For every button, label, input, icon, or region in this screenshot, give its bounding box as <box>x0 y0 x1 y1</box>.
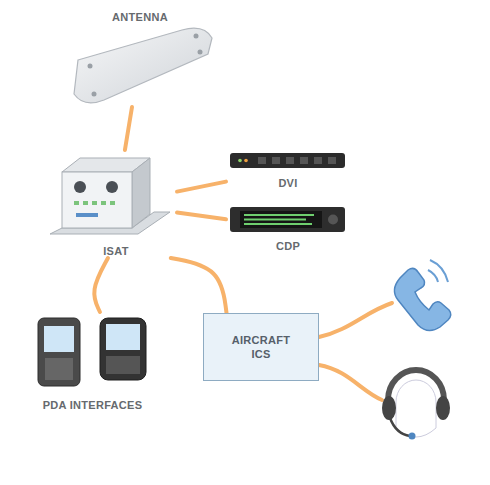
box-front <box>62 172 132 228</box>
pda-body <box>100 318 146 380</box>
isat-node: ISAT <box>55 150 177 258</box>
audio-wire <box>319 303 392 337</box>
dvi-button <box>300 157 308 164</box>
handset-shape <box>394 268 450 330</box>
mic-boom <box>390 418 410 436</box>
node-label: DVI <box>278 176 297 190</box>
status-led <box>92 201 97 205</box>
connector-knob <box>106 181 118 193</box>
antenna-body <box>74 28 212 103</box>
status-led <box>238 159 242 163</box>
pda-body <box>38 318 80 386</box>
cdp-body <box>230 207 345 232</box>
cable-connector <box>125 107 132 150</box>
cdp-node: CDP <box>226 203 350 253</box>
isat-unit <box>50 158 170 234</box>
microphone <box>409 433 416 440</box>
status-led <box>74 201 79 205</box>
dvi-button <box>314 157 322 164</box>
screw-hole <box>198 50 203 55</box>
node-label: PDA INTERFACES <box>43 398 143 412</box>
cable-connector <box>177 213 226 220</box>
dvi-button <box>258 157 266 164</box>
status-led <box>83 201 88 205</box>
telephone-handset <box>394 260 450 331</box>
node-label: ISAT <box>103 244 128 258</box>
dvi-body <box>230 153 345 168</box>
pda-keypad <box>45 358 73 380</box>
box-side <box>132 158 150 228</box>
node-label: ANTENNA <box>112 10 168 24</box>
audio-wire <box>319 365 382 400</box>
cable-connector <box>177 182 226 192</box>
connector-knob <box>74 181 86 193</box>
ring-wave <box>428 270 438 282</box>
dvi-button <box>328 157 336 164</box>
pda-screen <box>106 324 140 350</box>
pda-devices <box>38 318 146 386</box>
dvi-node: DVI <box>226 148 350 190</box>
cdp-knob <box>328 215 338 225</box>
ear-cup <box>436 396 450 420</box>
status-led <box>110 201 115 205</box>
process-box: AIRCRAFT ICS <box>203 313 319 381</box>
headset <box>382 370 450 440</box>
pda-screen <box>44 326 74 352</box>
ring-wave <box>430 260 448 282</box>
cdp-unit <box>230 207 345 232</box>
cdp-display <box>240 211 322 228</box>
dvi-button <box>286 157 294 164</box>
screw-hole <box>88 64 93 69</box>
cable-connector <box>94 258 108 312</box>
display-line <box>244 223 312 225</box>
node-label: CDP <box>276 239 300 253</box>
dvi-button <box>272 157 280 164</box>
antenna-plate <box>74 28 212 103</box>
status-led <box>244 159 248 163</box>
screw-hole <box>92 92 97 97</box>
display-line <box>244 219 306 221</box>
ear-cup <box>382 396 396 420</box>
display-line <box>244 214 314 216</box>
head-silhouette <box>396 380 436 437</box>
logo-mark <box>76 213 98 217</box>
status-led <box>101 201 106 205</box>
dvi-unit <box>230 153 345 168</box>
antenna-node: ANTENNA <box>60 10 220 107</box>
screw-hole <box>194 34 199 39</box>
node-label: AIRCRAFT ICS <box>226 333 296 361</box>
cable-connector <box>171 258 227 313</box>
pda-keyboard <box>106 356 140 374</box>
pda-node: PDA INTERFACES <box>25 312 160 412</box>
